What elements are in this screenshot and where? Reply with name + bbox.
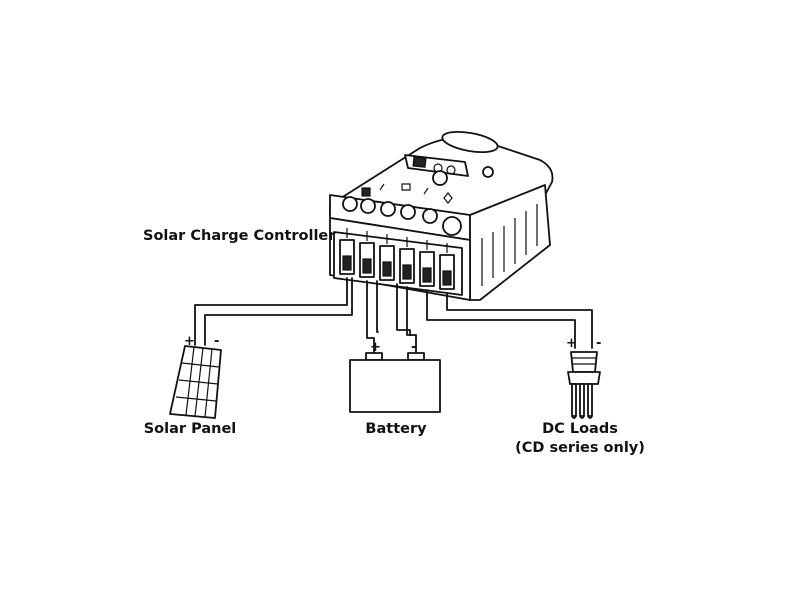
load-plus-sign: +: [566, 336, 577, 351]
load-minus-sign: -: [596, 336, 601, 351]
controller-label: Solar Charge Controller: [143, 228, 336, 244]
solar-panel-label: Solar Panel: [143, 421, 237, 437]
wires: [194, 277, 593, 359]
battery-plus-sign: +: [370, 340, 381, 355]
charge-controller-icon: [329, 130, 554, 301]
solar-plus-sign: +: [184, 334, 195, 349]
battery-icon: [349, 352, 441, 413]
solar-minus-sign: -: [214, 334, 219, 349]
dc-loads-note: (CD series only): [515, 440, 645, 456]
polarity-signs: + - + - + -: [184, 334, 601, 355]
battery-label: Battery: [365, 421, 427, 437]
solar-panel-icon: [169, 345, 222, 419]
battery-minus-sign: -: [411, 340, 416, 355]
lamp-bulb-icon: [567, 351, 601, 419]
dc-loads-label: DC Loads: [542, 421, 618, 437]
